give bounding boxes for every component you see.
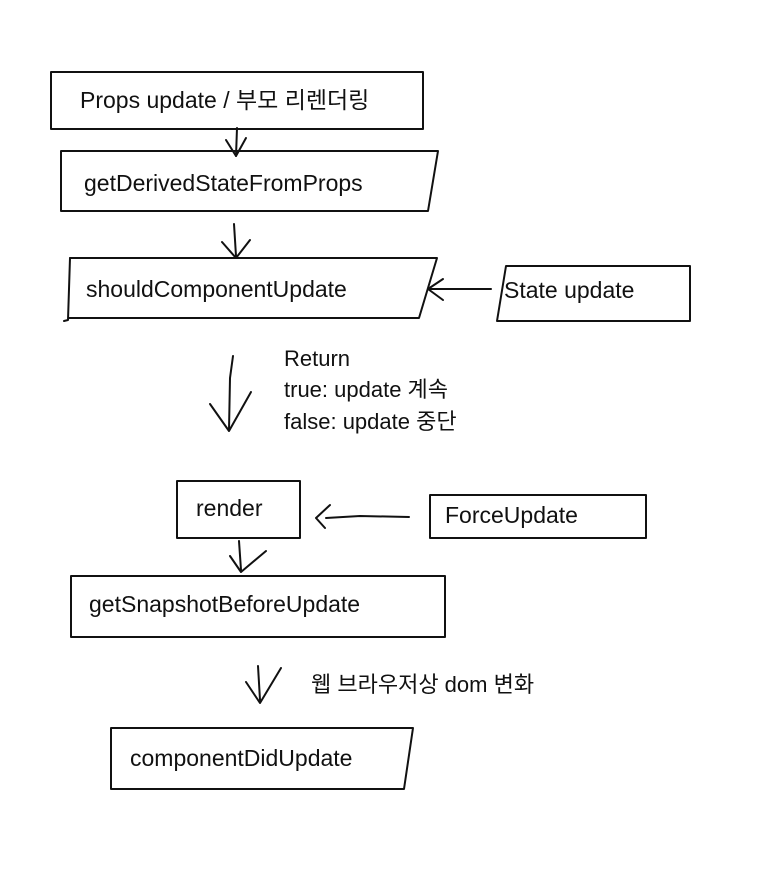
- arrow-snapshot-to-didupdate: [245, 665, 282, 704]
- state-update-node: State update: [496, 265, 691, 322]
- return-note: Return true: update 계속 false: update 중단: [284, 346, 457, 434]
- get-snapshot-label: getSnapshotBeforeUpdate: [89, 591, 360, 617]
- arrow-force-to-render: [315, 504, 410, 529]
- component-did-update-label: componentDidUpdate: [130, 745, 352, 771]
- return-title: Return: [284, 346, 350, 371]
- force-update-node: ForceUpdate: [429, 494, 647, 539]
- should-component-update-node: shouldComponentUpdate: [63, 257, 438, 322]
- component-did-update-node: componentDidUpdate: [110, 727, 414, 790]
- props-update-label: Props update / 부모 리렌더링: [80, 87, 369, 113]
- force-update-label: ForceUpdate: [445, 502, 578, 528]
- arrow-render-to-snapshot: [229, 540, 267, 573]
- arrow-should-to-render: [209, 355, 252, 432]
- arrow-state-to-should: [427, 278, 492, 301]
- return-true: true: update 계속: [284, 377, 448, 402]
- return-false: false: update 중단: [284, 409, 457, 434]
- dom-change-note: 웹 브라우저상 dom 변화: [311, 672, 534, 697]
- get-derived-state-node: getDerivedStateFromProps: [60, 150, 439, 212]
- props-update-node: Props update / 부모 리렌더링: [50, 71, 424, 130]
- should-component-update-label: shouldComponentUpdate: [86, 276, 347, 302]
- state-update-label: State update: [504, 277, 634, 303]
- render-node: render: [176, 480, 301, 539]
- render-label: render: [196, 495, 263, 521]
- get-derived-state-label: getDerivedStateFromProps: [84, 170, 363, 196]
- get-snapshot-node: getSnapshotBeforeUpdate: [70, 575, 446, 638]
- arrow-derived-to-should: [221, 223, 251, 259]
